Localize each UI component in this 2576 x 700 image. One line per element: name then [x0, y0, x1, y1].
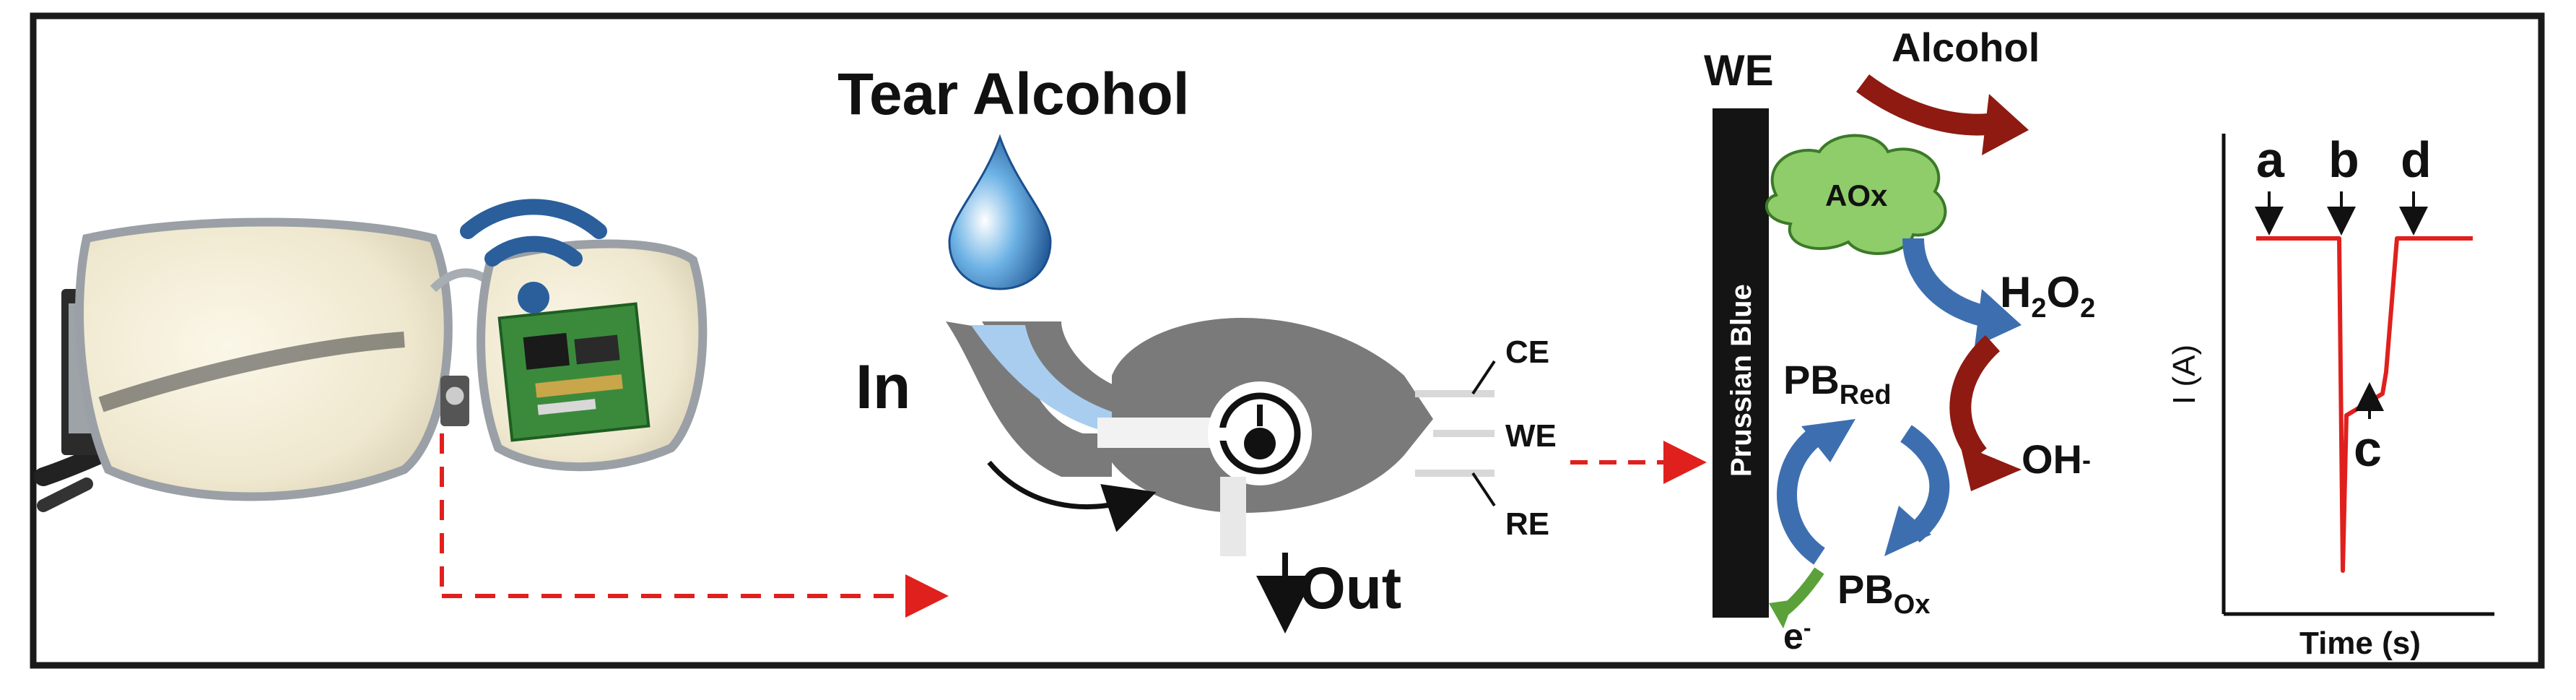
aox-enzyme-cloud: AOx — [1765, 134, 1947, 255]
smart-glasses — [34, 199, 708, 512]
pb-cycle-arrow-left — [1777, 425, 1826, 565]
electrode-label-re: RE — [1505, 506, 1549, 542]
current-time-plot: I (A) Time (s) a b d c — [2167, 131, 2494, 661]
pb-ox-label: PBOx — [1837, 566, 1931, 620]
electrode-label-ce: CE — [1505, 334, 1549, 370]
pb-red-label: PBRed — [1783, 357, 1892, 410]
marker-b: b — [2328, 131, 2359, 188]
prussian-blue-electrode — [1713, 108, 1769, 618]
aox-label: AOx — [1825, 178, 1888, 212]
electrode-text: Prussian Blue — [1726, 284, 1757, 477]
outlet-label: Out — [1300, 556, 1401, 621]
h2o2-label: H2O2 — [2000, 268, 2095, 324]
oh-arrow — [1949, 334, 2001, 462]
h2o2-arrow — [1902, 238, 1995, 329]
inlet-label: In — [856, 353, 910, 422]
electrode-label-we: WE — [1505, 418, 1557, 454]
wifi-icon — [460, 199, 607, 314]
x-axis-label: Time (s) — [2299, 626, 2421, 661]
pb-cycle-arrow-right — [1900, 425, 1950, 543]
oh-label: OH- — [2022, 436, 2091, 482]
sensor-title: Tear Alcohol — [837, 61, 1190, 127]
alcohol-label: Alcohol — [1892, 25, 2040, 70]
marker-c: c — [2354, 420, 2382, 477]
we-title: WE — [1704, 46, 1774, 95]
alcohol-arrow — [1856, 74, 2002, 136]
tear-drop-icon — [948, 134, 1052, 290]
data-link-arrow — [440, 433, 949, 618]
marker-d: d — [2401, 131, 2432, 188]
electron-label: e- — [1783, 615, 1811, 657]
flow-arrow — [987, 460, 1157, 532]
y-axis-label: I (A) — [2167, 345, 2202, 405]
marker-a: a — [2256, 131, 2285, 188]
circuit-board-icon — [497, 302, 650, 442]
microfluidic-sensor — [946, 318, 1496, 556]
